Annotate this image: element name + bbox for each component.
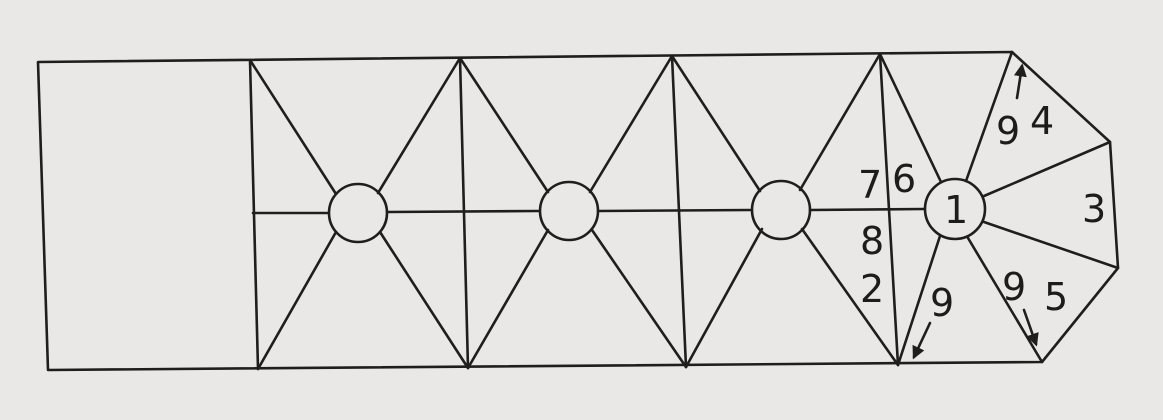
- arrow-up: [1013, 63, 1027, 100]
- mid-line-1b: [386, 209, 540, 214]
- ray-to-lower-right: [982, 220, 1120, 270]
- label-7: 7: [858, 163, 882, 207]
- diag-c3-tr: [798, 52, 882, 192]
- label-2: 2: [860, 267, 884, 311]
- diag-c1-br: [378, 230, 470, 370]
- label-3: 3: [1082, 187, 1106, 231]
- arrow-down-right: [1022, 308, 1039, 347]
- circle-1: [327, 182, 389, 244]
- diag-c1-tr: [376, 56, 462, 195]
- diag-c3-br: [800, 227, 900, 367]
- ray-to-top: [964, 50, 1014, 183]
- mid-line-3b: [808, 207, 926, 212]
- arrow-down-left: [912, 321, 932, 360]
- diag-c2-br: [590, 228, 688, 369]
- label-4: 4: [1030, 99, 1054, 143]
- ray-to-bottom-left: [896, 234, 942, 367]
- diag-c2-tl: [458, 56, 550, 194]
- circle-3: [750, 179, 812, 241]
- circle-label-1: 1: [944, 188, 968, 232]
- label-6: 6: [892, 157, 916, 201]
- diag-c2-bl: [466, 228, 550, 370]
- diag-c1-bl: [256, 230, 338, 371]
- label-5: 5: [1044, 275, 1068, 319]
- diag-c1-tl: [248, 58, 338, 196]
- label-9-top: 9: [996, 109, 1020, 153]
- ray-to-upper-right: [982, 140, 1112, 198]
- divider-2: [458, 56, 470, 370]
- circle-2: [538, 180, 600, 242]
- diag-c3-bl: [684, 227, 764, 369]
- ray-to-top-left: [878, 52, 943, 184]
- label-9-right: 9: [1002, 265, 1026, 309]
- circle-4: [923, 177, 987, 241]
- diag-c2-tr: [588, 54, 674, 194]
- mid-line-2b: [596, 208, 752, 213]
- label-9-lower: 9: [930, 281, 954, 325]
- divider-1: [248, 58, 260, 371]
- diag-c3-tl: [670, 54, 762, 193]
- label-8: 8: [860, 219, 884, 263]
